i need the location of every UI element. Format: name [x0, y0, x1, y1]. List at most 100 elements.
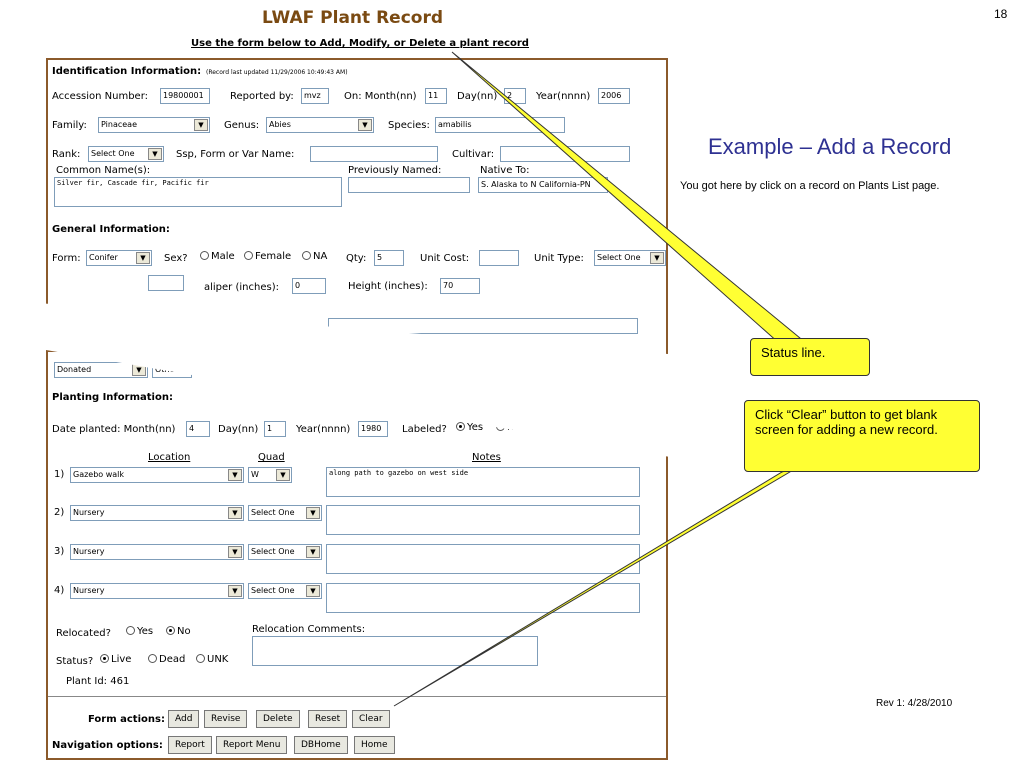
quad-select[interactable]: Select One▼ — [248, 583, 322, 599]
rank-select-value: Select One — [91, 149, 135, 158]
relocated-radio-yes[interactable]: Yes — [126, 626, 153, 637]
genus-label: Genus: — [224, 120, 260, 131]
status-option-dead: Dead — [159, 654, 186, 665]
form-select-value: Conifer — [89, 253, 118, 262]
relocated-radio-no[interactable]: No — [166, 626, 191, 637]
sex-radio-female[interactable]: Female — [244, 251, 291, 262]
status-radio-live[interactable]: Live — [100, 654, 131, 665]
radio-icon — [200, 251, 209, 260]
common-name-textarea[interactable]: Silver fir, Cascade fir, Pacific fir — [54, 177, 342, 207]
labeled-radio-yes[interactable]: Yes — [456, 422, 483, 433]
unit-cost-input[interactable] — [479, 250, 519, 266]
sex-option-na: NA — [313, 251, 328, 262]
clear-button[interactable]: Clear — [352, 710, 390, 728]
quad-select[interactable]: Select One▼ — [248, 544, 322, 560]
status-option-live: Live — [111, 654, 132, 665]
status-radio-dead[interactable]: Dead — [148, 654, 185, 665]
source-select-value: Donated — [57, 365, 92, 374]
radio-icon — [166, 626, 175, 635]
notes-column-header: Notes — [472, 452, 501, 463]
report-button[interactable]: Report — [168, 736, 212, 754]
delete-button[interactable]: Delete — [256, 710, 300, 728]
chevron-down-icon: ▼ — [306, 507, 320, 519]
location-select[interactable]: Gazebo walk▼ — [70, 467, 244, 483]
row-number: 1) — [54, 469, 65, 480]
rank-select[interactable]: Select One ▼ — [88, 146, 164, 162]
location-select[interactable]: Nursery▼ — [70, 544, 244, 560]
notes-textarea[interactable] — [326, 583, 640, 613]
form-actions-label: Form actions: — [88, 714, 165, 725]
source-select[interactable]: Donated▼ — [54, 362, 148, 378]
chevron-down-icon: ▼ — [306, 585, 320, 597]
divider — [48, 696, 666, 697]
height-input[interactable]: 70 — [440, 278, 480, 294]
genus-select-value: Abies — [269, 120, 291, 129]
labeled-label: Labeled? — [402, 424, 447, 435]
relocated-option-no: No — [177, 626, 191, 637]
clear-button-callout: Click “Clear” button to get blank screen… — [744, 400, 980, 472]
sex-radio-na[interactable]: NA — [302, 251, 327, 262]
radio-icon — [100, 654, 109, 663]
family-select[interactable]: Pinaceae ▼ — [98, 117, 210, 133]
unit-type-label: Unit Type: — [534, 253, 584, 264]
radio-icon — [244, 251, 253, 260]
chevron-down-icon: ▼ — [276, 469, 290, 481]
planted-day-input[interactable]: 1 — [264, 421, 286, 437]
accession-label: Accession Number: — [52, 91, 149, 102]
chevron-down-icon: ▼ — [194, 119, 208, 131]
slide-description: You got here by click on a record on Pla… — [680, 180, 940, 192]
location-select[interactable]: Nursery▼ — [70, 505, 244, 521]
relocation-comments-label: Relocation Comments: — [252, 624, 366, 635]
unit-cost-label: Unit Cost: — [420, 253, 470, 264]
quad-select[interactable]: Select One▼ — [248, 505, 322, 521]
genus-select[interactable]: Abies▼ — [266, 117, 374, 133]
slide-heading: Example – Add a Record — [708, 134, 952, 159]
reported-by-input[interactable]: mvz — [301, 88, 329, 104]
radio-icon — [196, 654, 205, 663]
unit-type-select[interactable]: Select One▼ — [594, 250, 666, 266]
radio-icon — [126, 626, 135, 635]
relocation-comments-textarea[interactable] — [252, 636, 538, 666]
row-number: 3) — [54, 546, 65, 557]
row-number: 4) — [54, 585, 65, 596]
ssp-input[interactable] — [310, 146, 438, 162]
qty-label: Qty: — [346, 253, 367, 264]
status-radio-unk[interactable]: UNK — [196, 654, 228, 665]
identification-heading: Identification Information: — [52, 66, 202, 77]
location-select[interactable]: Nursery▼ — [70, 583, 244, 599]
sex-radio-male[interactable]: Male — [200, 251, 235, 262]
page-subtitle: Use the form below to Add, Modify, or De… — [191, 38, 529, 49]
date-planted-label: Date planted: Month(nn) — [52, 424, 176, 435]
relocated-option-yes: Yes — [137, 626, 154, 637]
quad-select[interactable]: W▼ — [248, 467, 292, 483]
notes-textarea[interactable]: along path to gazebo on west side — [326, 467, 640, 497]
location-value: Nursery — [73, 547, 105, 556]
chevron-down-icon: ▼ — [136, 252, 150, 264]
planted-year-input[interactable]: 1980 — [358, 421, 388, 437]
partial-input[interactable] — [148, 275, 184, 291]
chevron-down-icon: ▼ — [228, 469, 242, 481]
relocated-label: Relocated? — [56, 628, 111, 639]
revise-button[interactable]: Revise — [204, 710, 248, 728]
diameter-input[interactable]: 0 — [292, 278, 326, 294]
qty-input[interactable]: 5 — [374, 250, 404, 266]
accession-input[interactable]: 19800001 — [160, 88, 210, 104]
year-input[interactable]: 2006 — [598, 88, 630, 104]
report-menu-button[interactable]: Report Menu — [216, 736, 288, 754]
month-label: On: Month(nn) — [344, 91, 417, 102]
dbhome-button[interactable]: DBHome — [294, 736, 348, 754]
home-button[interactable]: Home — [354, 736, 395, 754]
form-select[interactable]: Conifer ▼ — [86, 250, 152, 266]
month-input[interactable]: 11 — [425, 88, 447, 104]
partial-textarea[interactable] — [328, 318, 638, 334]
radio-icon — [302, 251, 311, 260]
notes-textarea[interactable] — [326, 505, 640, 535]
previously-named-input[interactable] — [348, 177, 470, 193]
chevron-down-icon: ▼ — [148, 148, 162, 160]
native-to-label: Native To: — [480, 165, 530, 176]
reset-button[interactable]: Reset — [308, 710, 348, 728]
family-select-value: Pinaceae — [101, 120, 137, 129]
add-button[interactable]: Add — [168, 710, 200, 728]
planted-month-input[interactable]: 4 — [186, 421, 210, 437]
chevron-down-icon: ▼ — [306, 546, 320, 558]
